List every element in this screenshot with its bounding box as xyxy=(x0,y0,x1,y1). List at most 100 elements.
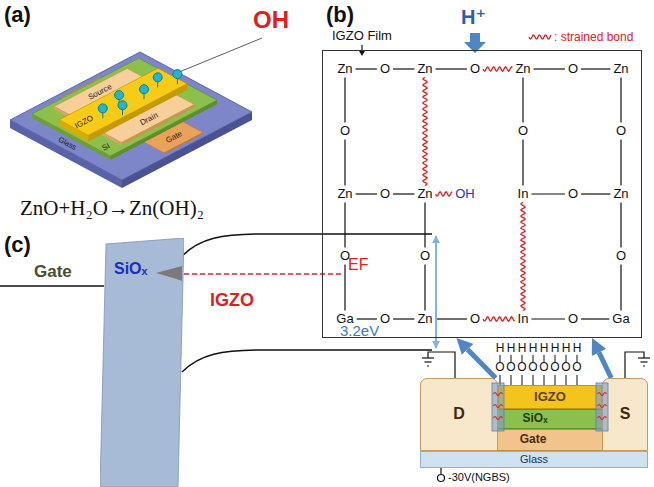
layer-name: Glass xyxy=(520,453,548,466)
lattice-bond xyxy=(344,77,345,122)
atom-symbol: O xyxy=(420,249,430,264)
atom-symbol: O xyxy=(568,62,578,77)
legend-sample xyxy=(528,32,552,42)
strained-bond-mark xyxy=(494,393,607,420)
part-label: SI xyxy=(100,141,111,153)
lattice-box: ZnOZnOZnOZnOOOZnOZnOHInOZnOOOGaOZnOInOGa xyxy=(322,50,642,338)
surface-bond xyxy=(500,375,501,385)
ground-symbol xyxy=(643,365,645,366)
atom-symbol: O xyxy=(517,361,526,375)
atom-symbol: O xyxy=(572,361,581,375)
atom-symbol: Zn xyxy=(417,187,432,202)
lattice-bond xyxy=(522,139,523,185)
atom-symbol: O xyxy=(616,124,626,139)
interface-region xyxy=(492,383,608,431)
hydroxyl-group xyxy=(115,91,124,100)
bandgap-label: 3.2eV xyxy=(340,322,379,339)
trap-states xyxy=(156,266,182,281)
surface-bond xyxy=(500,355,577,385)
part-label: IGZO xyxy=(73,113,95,130)
drain-electrode: D xyxy=(420,378,498,451)
atom-symbol: H xyxy=(540,342,549,356)
atom-symbol: O xyxy=(568,312,578,327)
gate-terminal xyxy=(438,468,445,482)
atom-symbol: O xyxy=(380,312,390,327)
hydroxyl-group xyxy=(153,73,162,82)
part-label: Glass xyxy=(56,135,77,152)
lattice-bond xyxy=(424,264,425,310)
atom-symbol: O xyxy=(380,187,390,202)
gate-terminal xyxy=(440,468,441,475)
band-diagram xyxy=(435,236,437,348)
legend-entry: : strained bond xyxy=(528,30,633,44)
part-label: Gate xyxy=(164,129,184,145)
igzo-layer: IGZO xyxy=(498,385,602,409)
atom-symbol: O xyxy=(550,361,559,375)
strained-bond-mark xyxy=(598,405,607,408)
strained-bond xyxy=(436,192,453,196)
atom-symbol: In xyxy=(518,312,529,327)
lattice-bond xyxy=(393,193,414,194)
band-outline xyxy=(100,238,184,487)
atom-symbol: H xyxy=(529,342,538,356)
lattice-bond xyxy=(393,318,414,319)
atom-symbol: Zn xyxy=(417,62,432,77)
tft-device-3d xyxy=(32,58,217,156)
ground-symbol xyxy=(428,352,455,378)
reaction-equation: ZnO+H₂O→Zn(OH)₂ xyxy=(20,196,204,220)
atom-symbol: O xyxy=(518,124,528,139)
atom-symbol: H xyxy=(496,342,505,356)
lattice-bond xyxy=(436,318,467,319)
atom-symbol: H xyxy=(562,342,571,356)
atom-symbol: O xyxy=(539,361,548,375)
atom-symbol: O xyxy=(506,361,515,375)
atom-symbol: H xyxy=(518,342,527,356)
source-electrode: S xyxy=(602,378,648,451)
strained-bond xyxy=(483,67,512,71)
lattice-bond xyxy=(534,68,565,69)
strained-bond-mark xyxy=(598,417,607,420)
lattice-bond xyxy=(393,68,414,69)
lattice-bond xyxy=(620,139,621,185)
lattice-bond xyxy=(357,318,377,319)
atom-symbol: OH xyxy=(455,187,475,202)
film-label: IGZO Film xyxy=(332,29,392,44)
atom-symbol: O xyxy=(616,249,626,264)
atom-symbol: O xyxy=(495,361,504,375)
layer-name: Gate xyxy=(520,433,547,447)
strained-bond-mark xyxy=(494,417,503,420)
surface-bond xyxy=(511,375,512,385)
lattice-bond xyxy=(344,139,345,185)
lattice-bond xyxy=(522,77,523,122)
atom-symbol: O xyxy=(340,124,350,139)
layer-name: SiOₓ xyxy=(114,260,147,277)
ground-symbol xyxy=(422,352,650,378)
strained-bond-mark xyxy=(598,393,607,396)
atom-symbol: O xyxy=(528,361,537,375)
lattice-bond xyxy=(345,67,621,321)
group-label: OH xyxy=(253,6,289,34)
panel-label: (b) xyxy=(326,2,354,27)
hydroxyl-group xyxy=(140,85,149,94)
atom-symbol: H xyxy=(573,342,582,356)
atom-symbol: Ga xyxy=(612,312,629,327)
tft-device-3d xyxy=(10,52,252,180)
interface-region xyxy=(492,383,504,431)
hydroxyl-group xyxy=(98,104,107,113)
lattice-bond xyxy=(620,202,621,247)
ground-symbol xyxy=(425,361,432,362)
lattice-bond xyxy=(531,193,565,194)
strained-bond xyxy=(521,202,525,310)
lattice-bond xyxy=(436,68,467,69)
panel-label: (a) xyxy=(4,2,31,27)
lattice-bond xyxy=(356,193,377,194)
surface-bond xyxy=(577,375,578,385)
strained-bond xyxy=(423,77,427,185)
gate-label: Gate xyxy=(34,262,72,282)
proton-label: H⁺ xyxy=(461,6,486,29)
atom-symbol: Zn xyxy=(337,187,352,202)
lattice-bond xyxy=(581,193,610,194)
atom-symbol: Zn xyxy=(417,312,432,327)
layer-name: S xyxy=(620,405,631,423)
